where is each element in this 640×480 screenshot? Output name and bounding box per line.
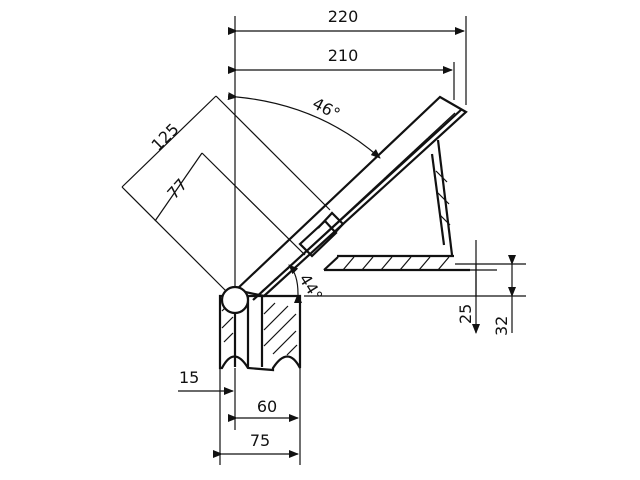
dimension-line-125	[121, 95, 217, 188]
dimension-label-220: 220	[328, 7, 359, 26]
dimension-label-210: 210	[328, 46, 359, 65]
dimension-label-15: 15	[179, 368, 199, 387]
angle-arc-46	[227, 92, 381, 159]
extension-line-125-a	[215, 95, 331, 211]
extension-line-125-b	[121, 186, 237, 302]
base-block	[218, 294, 302, 372]
dimension-label-60: 60	[257, 397, 277, 416]
dimension-label-77: 77	[163, 175, 191, 203]
joint-detail	[298, 211, 345, 258]
angle-arc-44	[288, 264, 303, 304]
dimension-label-25: 25	[456, 304, 475, 324]
pivot-circle	[220, 285, 250, 315]
dimension-line-77	[154, 152, 203, 222]
dimension-label-32: 32	[492, 316, 511, 336]
dimension-label-125: 125	[148, 120, 183, 155]
bracket-profile	[323, 139, 470, 272]
dimension-label-75: 75	[250, 431, 270, 450]
angle-label-46: 46°	[309, 94, 343, 124]
extension-line-77	[201, 152, 306, 256]
